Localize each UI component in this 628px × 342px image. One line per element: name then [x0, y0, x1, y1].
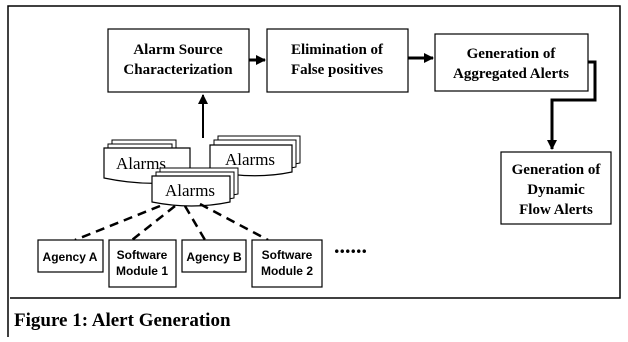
characterization-box [107, 28, 250, 93]
characterization-label-line1: Alarm Source [133, 42, 223, 58]
agency-b-label: Agency B [186, 250, 242, 264]
aggregated-box [434, 33, 589, 92]
figure-border [7, 5, 621, 337]
dynamic-label-line2: Dynamic [527, 182, 585, 198]
dashed-link-module-1 [131, 205, 176, 241]
alarms-right-label: Alarms [225, 150, 275, 169]
module-2-box [251, 239, 323, 288]
module-1-box [108, 239, 177, 288]
figure-caption: Figure 1: Alert Generation [14, 310, 231, 331]
elimination-box [266, 28, 409, 93]
dynamic-label-line1: Generation of [512, 162, 602, 178]
dynamic-label-line3: Flow Alerts [519, 202, 593, 218]
arrow-to-dynamic [547, 60, 597, 150]
agency-a-box [37, 239, 104, 273]
agency-b-box [181, 239, 247, 273]
dynamic-box [500, 151, 612, 225]
alarms-front-stack: Alarms [151, 167, 239, 207]
module-2-label-line1: Software [262, 248, 313, 262]
dashed-link-agency-b [183, 205, 207, 241]
aggregated-label-line1: Generation of [467, 46, 557, 62]
dashed-link-module-2 [199, 202, 269, 242]
module-1-label-line2: Module 1 [116, 264, 168, 278]
elimination-label-line1: Elimination of [291, 42, 384, 58]
agency-a-label: Agency A [43, 250, 98, 264]
alarms-left-label: Alarms [116, 154, 166, 173]
characterization-label-line2: Characterization [123, 62, 233, 78]
module-2-label-line2: Module 2 [261, 264, 313, 278]
alarms-front-label: Alarms [165, 181, 215, 200]
elimination-label-line2: False positives [291, 62, 383, 78]
module-1-label-line1: Software [117, 248, 168, 262]
dashed-link-agency-a [74, 204, 161, 242]
more-sources-ellipsis: ...... [334, 233, 367, 258]
aggregated-label-line2: Aggregated Alerts [453, 66, 569, 82]
